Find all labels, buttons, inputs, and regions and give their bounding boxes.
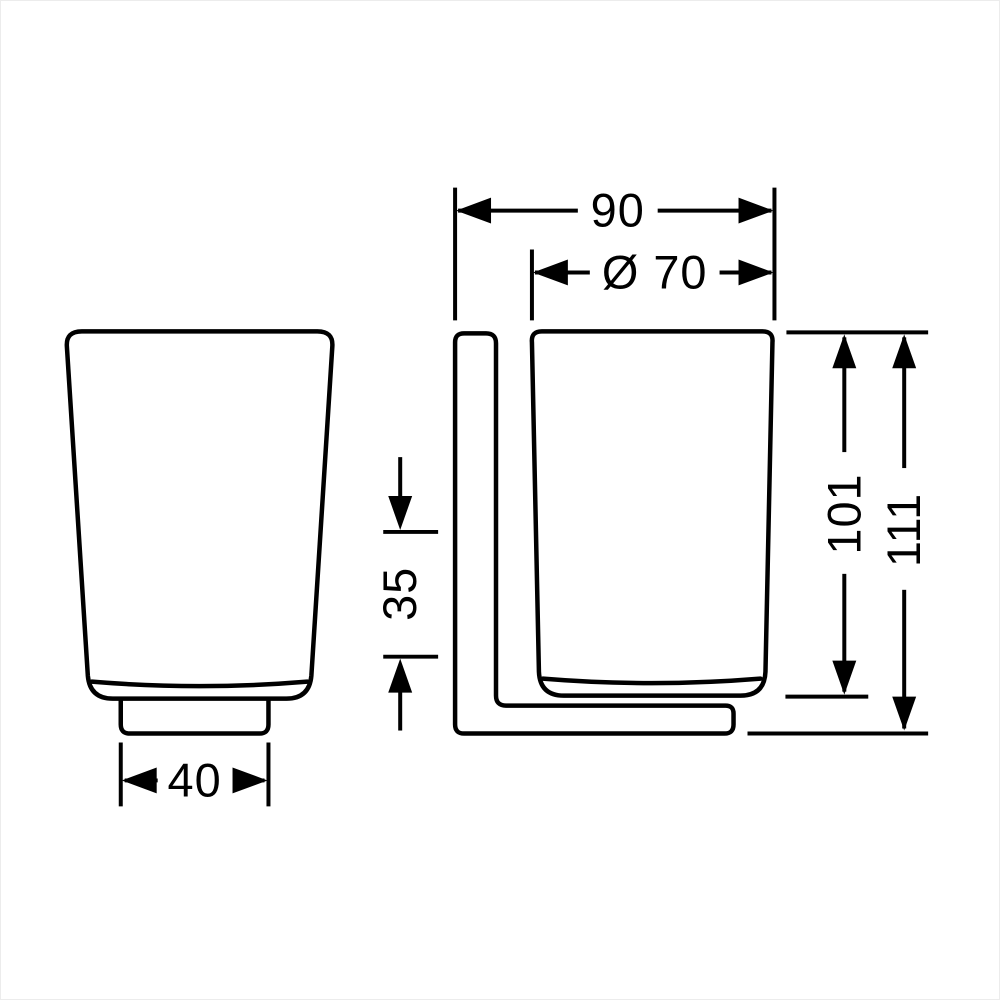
glass-side-outline xyxy=(529,329,775,698)
dim-label-40: 40 xyxy=(168,754,222,806)
dim-label-35: 35 xyxy=(374,567,426,621)
dimension-overall-depth: 90 xyxy=(453,184,777,321)
label-mask xyxy=(577,184,658,237)
dimension-holder-offset: 35 xyxy=(374,457,439,731)
arrowhead-left xyxy=(456,197,492,224)
arrowhead-down xyxy=(892,696,917,731)
arrowhead-right xyxy=(738,259,774,286)
dim-label-90: 90 xyxy=(591,185,645,237)
arrowhead-up xyxy=(892,334,917,369)
label-mask xyxy=(819,452,870,574)
arrowhead-right xyxy=(738,197,774,224)
dim-label-diameter: Ø 70 xyxy=(602,246,708,298)
front-view xyxy=(64,329,335,736)
side-view xyxy=(452,329,775,736)
dimension-base-width: 40 xyxy=(118,742,271,806)
arrowhead-right xyxy=(232,767,268,794)
arrowhead-left xyxy=(121,767,157,794)
arrowhead-up xyxy=(388,658,413,693)
dim-label-101: 101 xyxy=(818,473,870,554)
dimension-overall-height: 111 xyxy=(747,334,930,736)
glass-side-bottom-line xyxy=(540,676,763,686)
glass-front-outline xyxy=(64,329,335,701)
label-mask xyxy=(157,755,234,806)
dimension-diameter: Ø 70 xyxy=(529,246,774,321)
arrowhead-up xyxy=(832,334,857,369)
holder-base-front-outline xyxy=(118,698,271,736)
wall-holder-outline xyxy=(452,331,736,736)
label-mask xyxy=(879,468,930,590)
arrowhead-down xyxy=(832,660,857,695)
label-mask xyxy=(589,246,720,299)
arrowhead-left xyxy=(532,259,568,286)
dimension-glass-height: 101 xyxy=(785,330,929,699)
arrowhead-down xyxy=(388,496,413,530)
dim-label-111: 111 xyxy=(878,493,930,567)
glass-front-bottom-line xyxy=(89,679,310,689)
